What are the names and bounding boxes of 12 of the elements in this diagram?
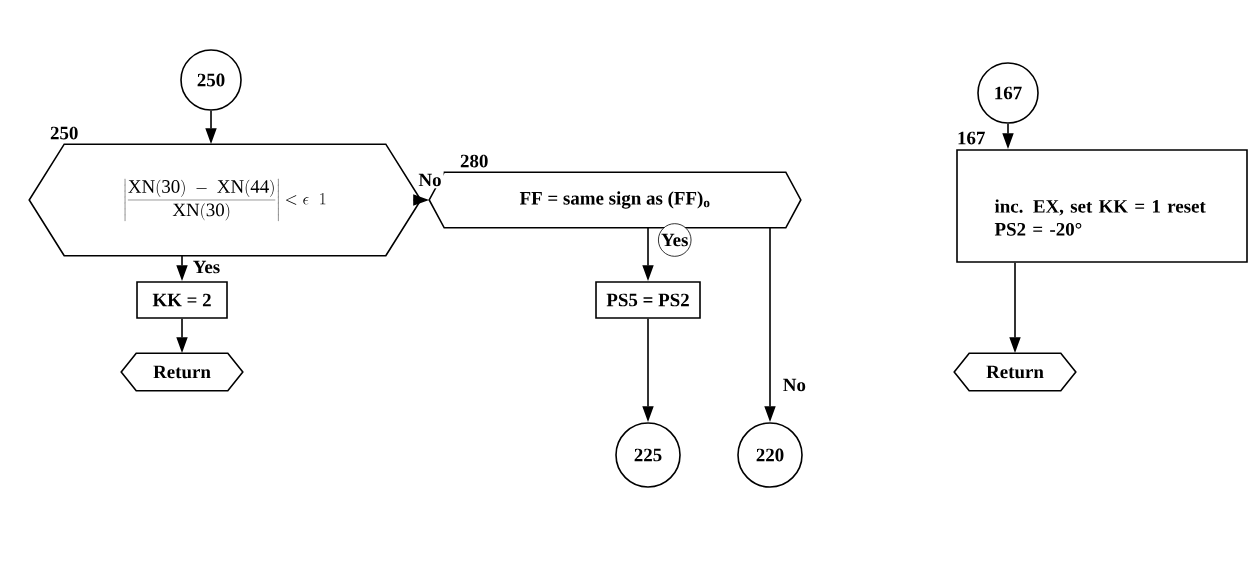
step-number: 280 xyxy=(460,154,488,168)
process-box: inc. EX, set KK = 1 reset PS2 = -20° xyxy=(956,149,1248,263)
decision-hexagon: Return xyxy=(120,352,244,392)
step-number: 167 xyxy=(958,131,985,145)
decision-hexagon: Return xyxy=(953,352,1077,392)
step-number: 250 xyxy=(50,126,78,140)
edge-label: Yes xyxy=(658,223,692,257)
process-box: KK = 2 xyxy=(136,281,228,319)
edge-label: No xyxy=(416,171,444,189)
process-box: PS5 = PS2 xyxy=(595,281,701,319)
edge-label: Yes xyxy=(190,258,223,276)
edge-label: No xyxy=(780,376,808,394)
